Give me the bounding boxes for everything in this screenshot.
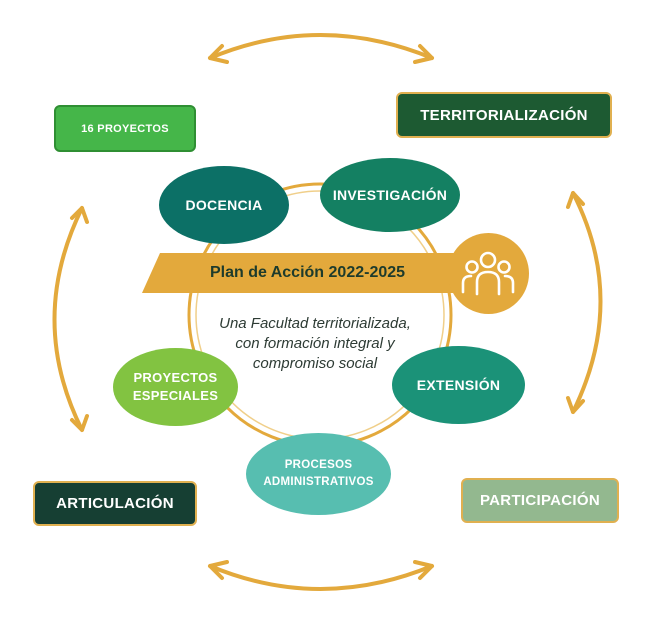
- procesos-administrativos-label: PROCESOS ADMINISTRATIVOS: [263, 459, 374, 488]
- articulacion-box: ARTICULACIÓN: [33, 481, 197, 526]
- territorializacion-label: TERRITORIALIZACIÓN: [420, 106, 588, 124]
- participacion-label: PARTICIPACIÓN: [479, 492, 600, 509]
- people-icon-badge: [448, 233, 529, 314]
- cycle-arrow-top: [208, 33, 434, 64]
- people-group-icon: [461, 251, 515, 296]
- plan-title: Plan de Acción 2022-2025: [209, 264, 406, 281]
- docencia-label: DOCENCIA: [185, 197, 263, 213]
- articulacion-label: ARTICULACIÓN: [56, 495, 174, 512]
- vision-statement: Una Facultad territorializada, con forma…: [180, 314, 450, 374]
- vision-line: con formación integral y: [235, 335, 395, 352]
- territorializacion-box: TERRITORIALIZACIÓN: [396, 92, 612, 138]
- investigacion-label: INVESTIGACIÓN: [332, 187, 448, 203]
- proyectos-count-label: 16 PROYECTOS: [81, 122, 169, 135]
- cycle-arrow-right: [566, 191, 603, 414]
- vision-line: compromiso social: [252, 355, 378, 372]
- vision-line: Una Facultad territorializada,: [219, 315, 411, 332]
- participacion-box: PARTICIPACIÓN: [461, 478, 619, 523]
- proyectos-count-box: 16 PROYECTOS: [54, 105, 196, 152]
- extension-node: EXTENSIÓN: [392, 346, 525, 424]
- proyectos-especiales-node: PROYECTOS ESPECIALES: [113, 348, 238, 426]
- extension-label: EXTENSIÓN: [416, 377, 501, 393]
- investigacion-node: INVESTIGACIÓN: [320, 158, 460, 232]
- cycle-arrow-bottom: [208, 560, 434, 591]
- docencia-node: DOCENCIA: [159, 166, 289, 244]
- cycle-arrow-left: [52, 206, 89, 432]
- proyectos-especiales-label: PROYECTOS ESPECIALES: [132, 370, 219, 403]
- procesos-administrativos-node: PROCESOS ADMINISTRATIVOS: [246, 433, 391, 515]
- plan-banner: [142, 253, 462, 293]
